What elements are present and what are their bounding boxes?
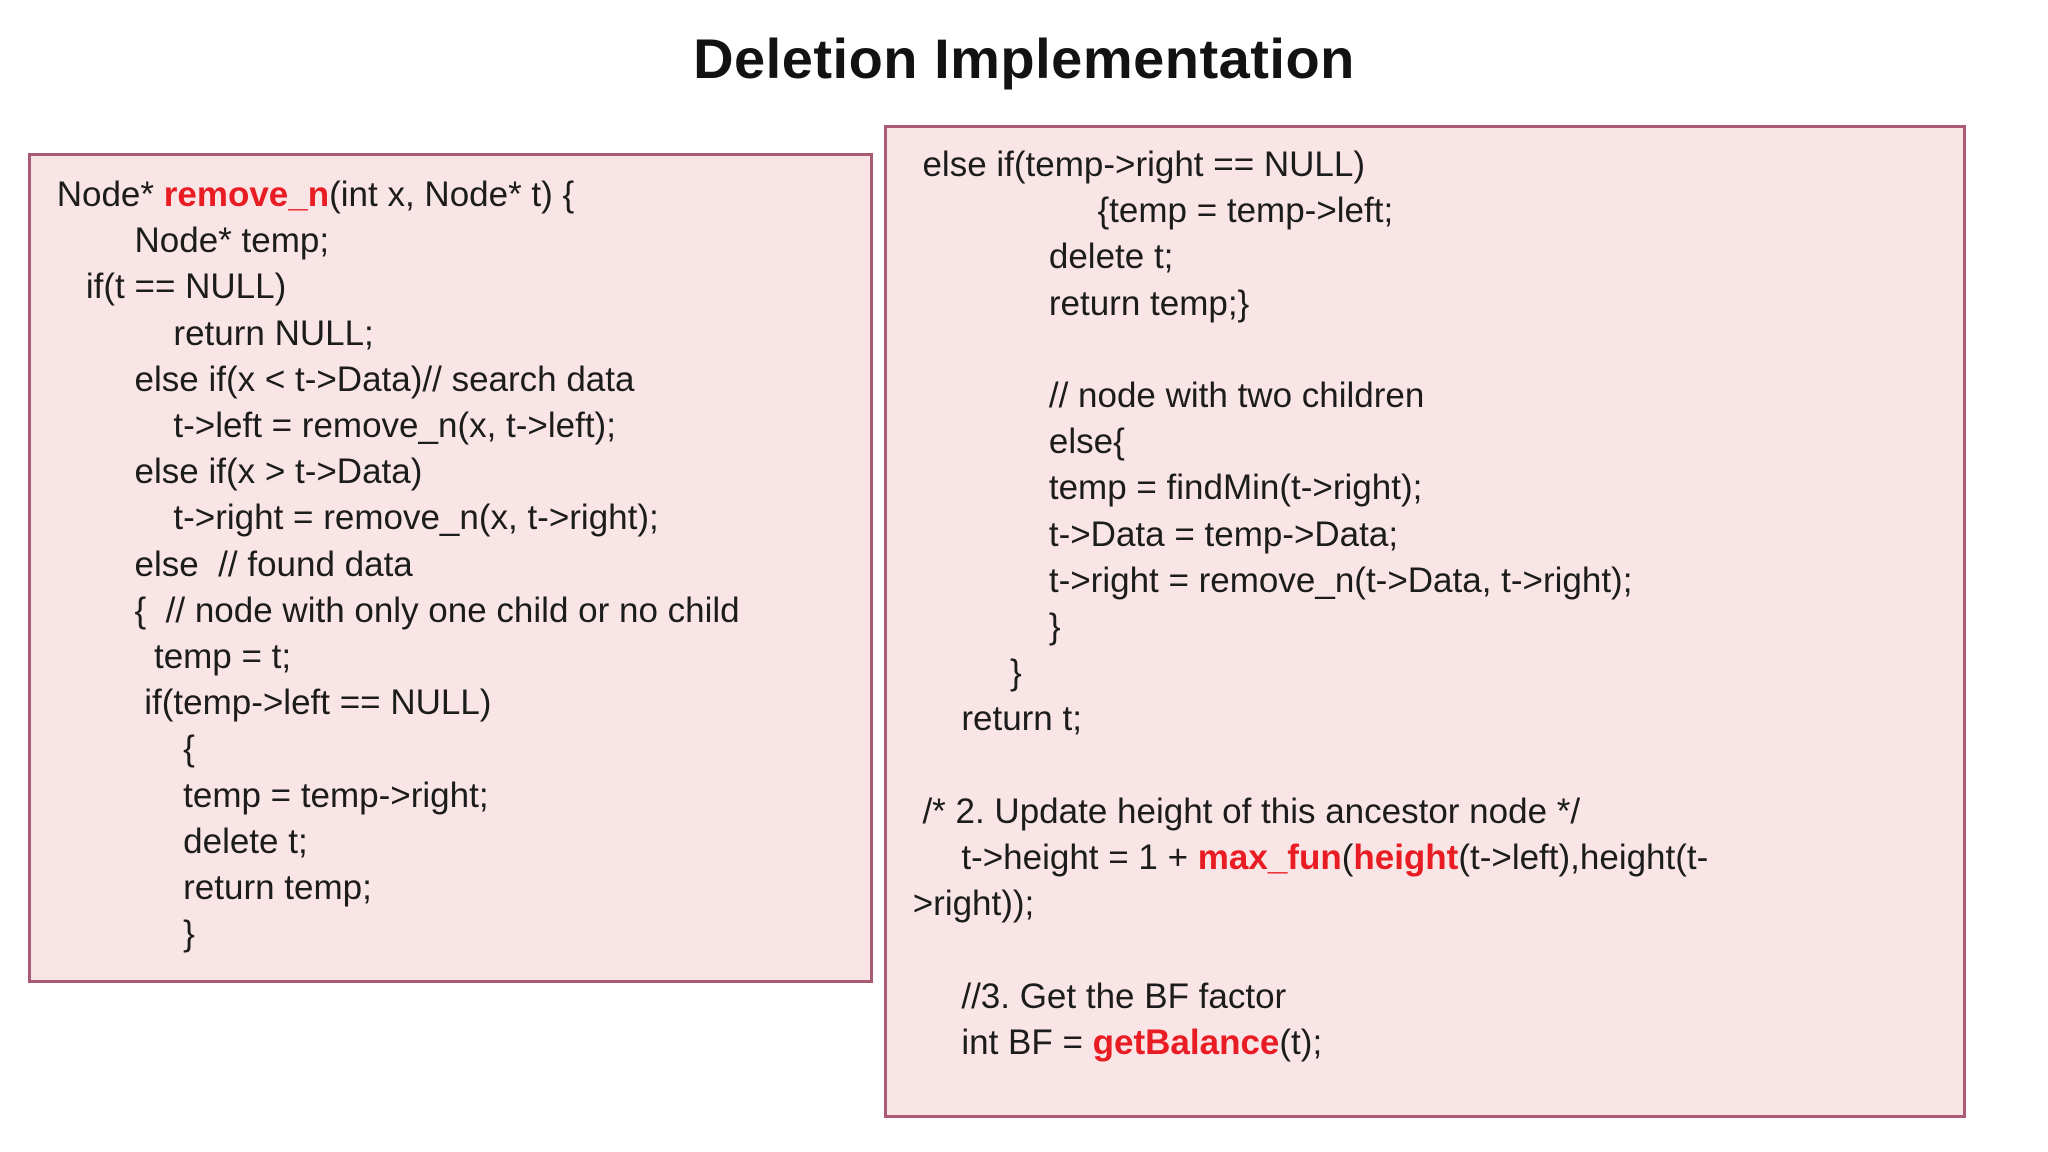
code-line: temp = findMin(t->right); [903, 465, 1963, 511]
code-segment: >right)); [903, 884, 1035, 924]
code-line: return NULL; [47, 311, 870, 357]
code-line: t->left = remove_n(x, t->left); [47, 403, 870, 449]
code-segment: else // found data [47, 544, 413, 584]
code-line: } [47, 911, 870, 957]
code-segment: return temp; [47, 868, 372, 908]
code-line [903, 743, 1963, 789]
code-segment: int BF = [903, 1022, 1093, 1062]
code-segment: /* 2. Update height of this ancestor nod… [903, 791, 1581, 831]
code-line: } [903, 650, 1963, 696]
code-segment: else{ [903, 422, 1125, 462]
code-segment: ( [1341, 838, 1354, 878]
code-segment: delete t; [47, 821, 308, 861]
code-segment: if(temp->left == NULL) [47, 683, 492, 723]
highlighted-code-segment: height [1353, 838, 1459, 878]
code-line: return temp;} [903, 281, 1963, 327]
code-line: else if(temp->right == NULL) [903, 142, 1963, 188]
code-segment: (t->left),height(t- [1458, 838, 1709, 878]
code-segment: { [47, 729, 195, 769]
code-segment: } [47, 914, 195, 954]
code-line: // node with two children [903, 373, 1963, 419]
code-line: if(t == NULL) [47, 264, 870, 310]
code-segment: (t); [1279, 1022, 1323, 1062]
code-segment: Node* [47, 175, 164, 214]
code-segment: temp = t; [47, 637, 292, 677]
code-line: >right)); [903, 881, 1963, 927]
code-line: t->Data = temp->Data; [903, 512, 1963, 558]
highlighted-code-segment: max_fun [1197, 838, 1342, 878]
code-line: else if(x > t->Data) [47, 449, 870, 495]
code-segment: t->height = 1 + [903, 838, 1198, 878]
code-line: //3. Get the BF factor [903, 974, 1963, 1020]
code-line: } [903, 604, 1963, 650]
code-segment: else if(x < t->Data)// search data [47, 359, 635, 399]
highlighted-code-segment: getBalance [1092, 1022, 1280, 1062]
code-line: /* 2. Update height of this ancestor nod… [903, 789, 1963, 835]
code-segment: else if(temp->right == NULL) [903, 145, 1365, 184]
code-segment: (int x, Node* t) { [329, 175, 575, 214]
code-line: return temp; [47, 865, 870, 911]
code-segment: t->right = remove_n(t->Data, t->right); [903, 560, 1633, 600]
code-segment: t->right = remove_n(x, t->right); [47, 498, 659, 538]
code-line: t->right = remove_n(t->Data, t->right); [903, 558, 1963, 604]
code-line: temp = t; [47, 634, 870, 680]
code-segment: Node* temp; [47, 221, 330, 261]
code-line: { // node with only one child or no chil… [47, 588, 870, 634]
code-segment: return NULL; [47, 313, 374, 353]
code-line: else if(x < t->Data)// search data [47, 357, 870, 403]
code-line [903, 327, 1963, 373]
right-code-box: else if(temp->right == NULL) {temp = tem… [884, 125, 1966, 1118]
code-segment: temp = findMin(t->right); [903, 468, 1423, 508]
code-segment: temp = temp->right; [47, 775, 489, 815]
code-line: else // found data [47, 542, 870, 588]
code-line: { [47, 726, 870, 772]
code-line: Node* remove_n(int x, Node* t) { [47, 172, 870, 218]
left-code-box: Node* remove_n(int x, Node* t) { Node* t… [28, 153, 873, 983]
slide-title: Deletion Implementation [693, 27, 1355, 90]
code-line: delete t; [47, 819, 870, 865]
code-segment: t->left = remove_n(x, t->left); [47, 406, 616, 446]
code-segment: //3. Get the BF factor [903, 976, 1287, 1016]
code-segment: { // node with only one child or no chil… [47, 590, 740, 630]
code-segment: {temp = temp->left; [903, 191, 1394, 231]
code-segment: t->Data = temp->Data; [903, 514, 1399, 554]
code-segment: } [903, 653, 1022, 693]
code-line: {temp = temp->left; [903, 188, 1963, 234]
code-line [903, 927, 1963, 973]
code-segment: if(t == NULL) [47, 267, 287, 307]
code-line: Node* temp; [47, 218, 870, 264]
code-line: else{ [903, 419, 1963, 465]
code-line: if(temp->left == NULL) [47, 680, 870, 726]
code-line: return t; [903, 696, 1963, 742]
highlighted-code-segment: remove_n [163, 175, 330, 214]
code-line: temp = temp->right; [47, 773, 870, 819]
code-segment: delete t; [903, 237, 1174, 277]
code-line: delete t; [903, 234, 1963, 280]
code-segment: else if(x > t->Data) [47, 452, 423, 492]
code-segment: // node with two children [903, 376, 1425, 416]
code-line: t->right = remove_n(x, t->right); [47, 495, 870, 541]
code-segment: return t; [903, 699, 1082, 739]
code-segment: return temp;} [903, 283, 1250, 323]
code-line: t->height = 1 + max_fun(height(t->left),… [903, 835, 1963, 881]
code-line: int BF = getBalance(t); [903, 1020, 1963, 1066]
code-segment: } [903, 607, 1061, 647]
